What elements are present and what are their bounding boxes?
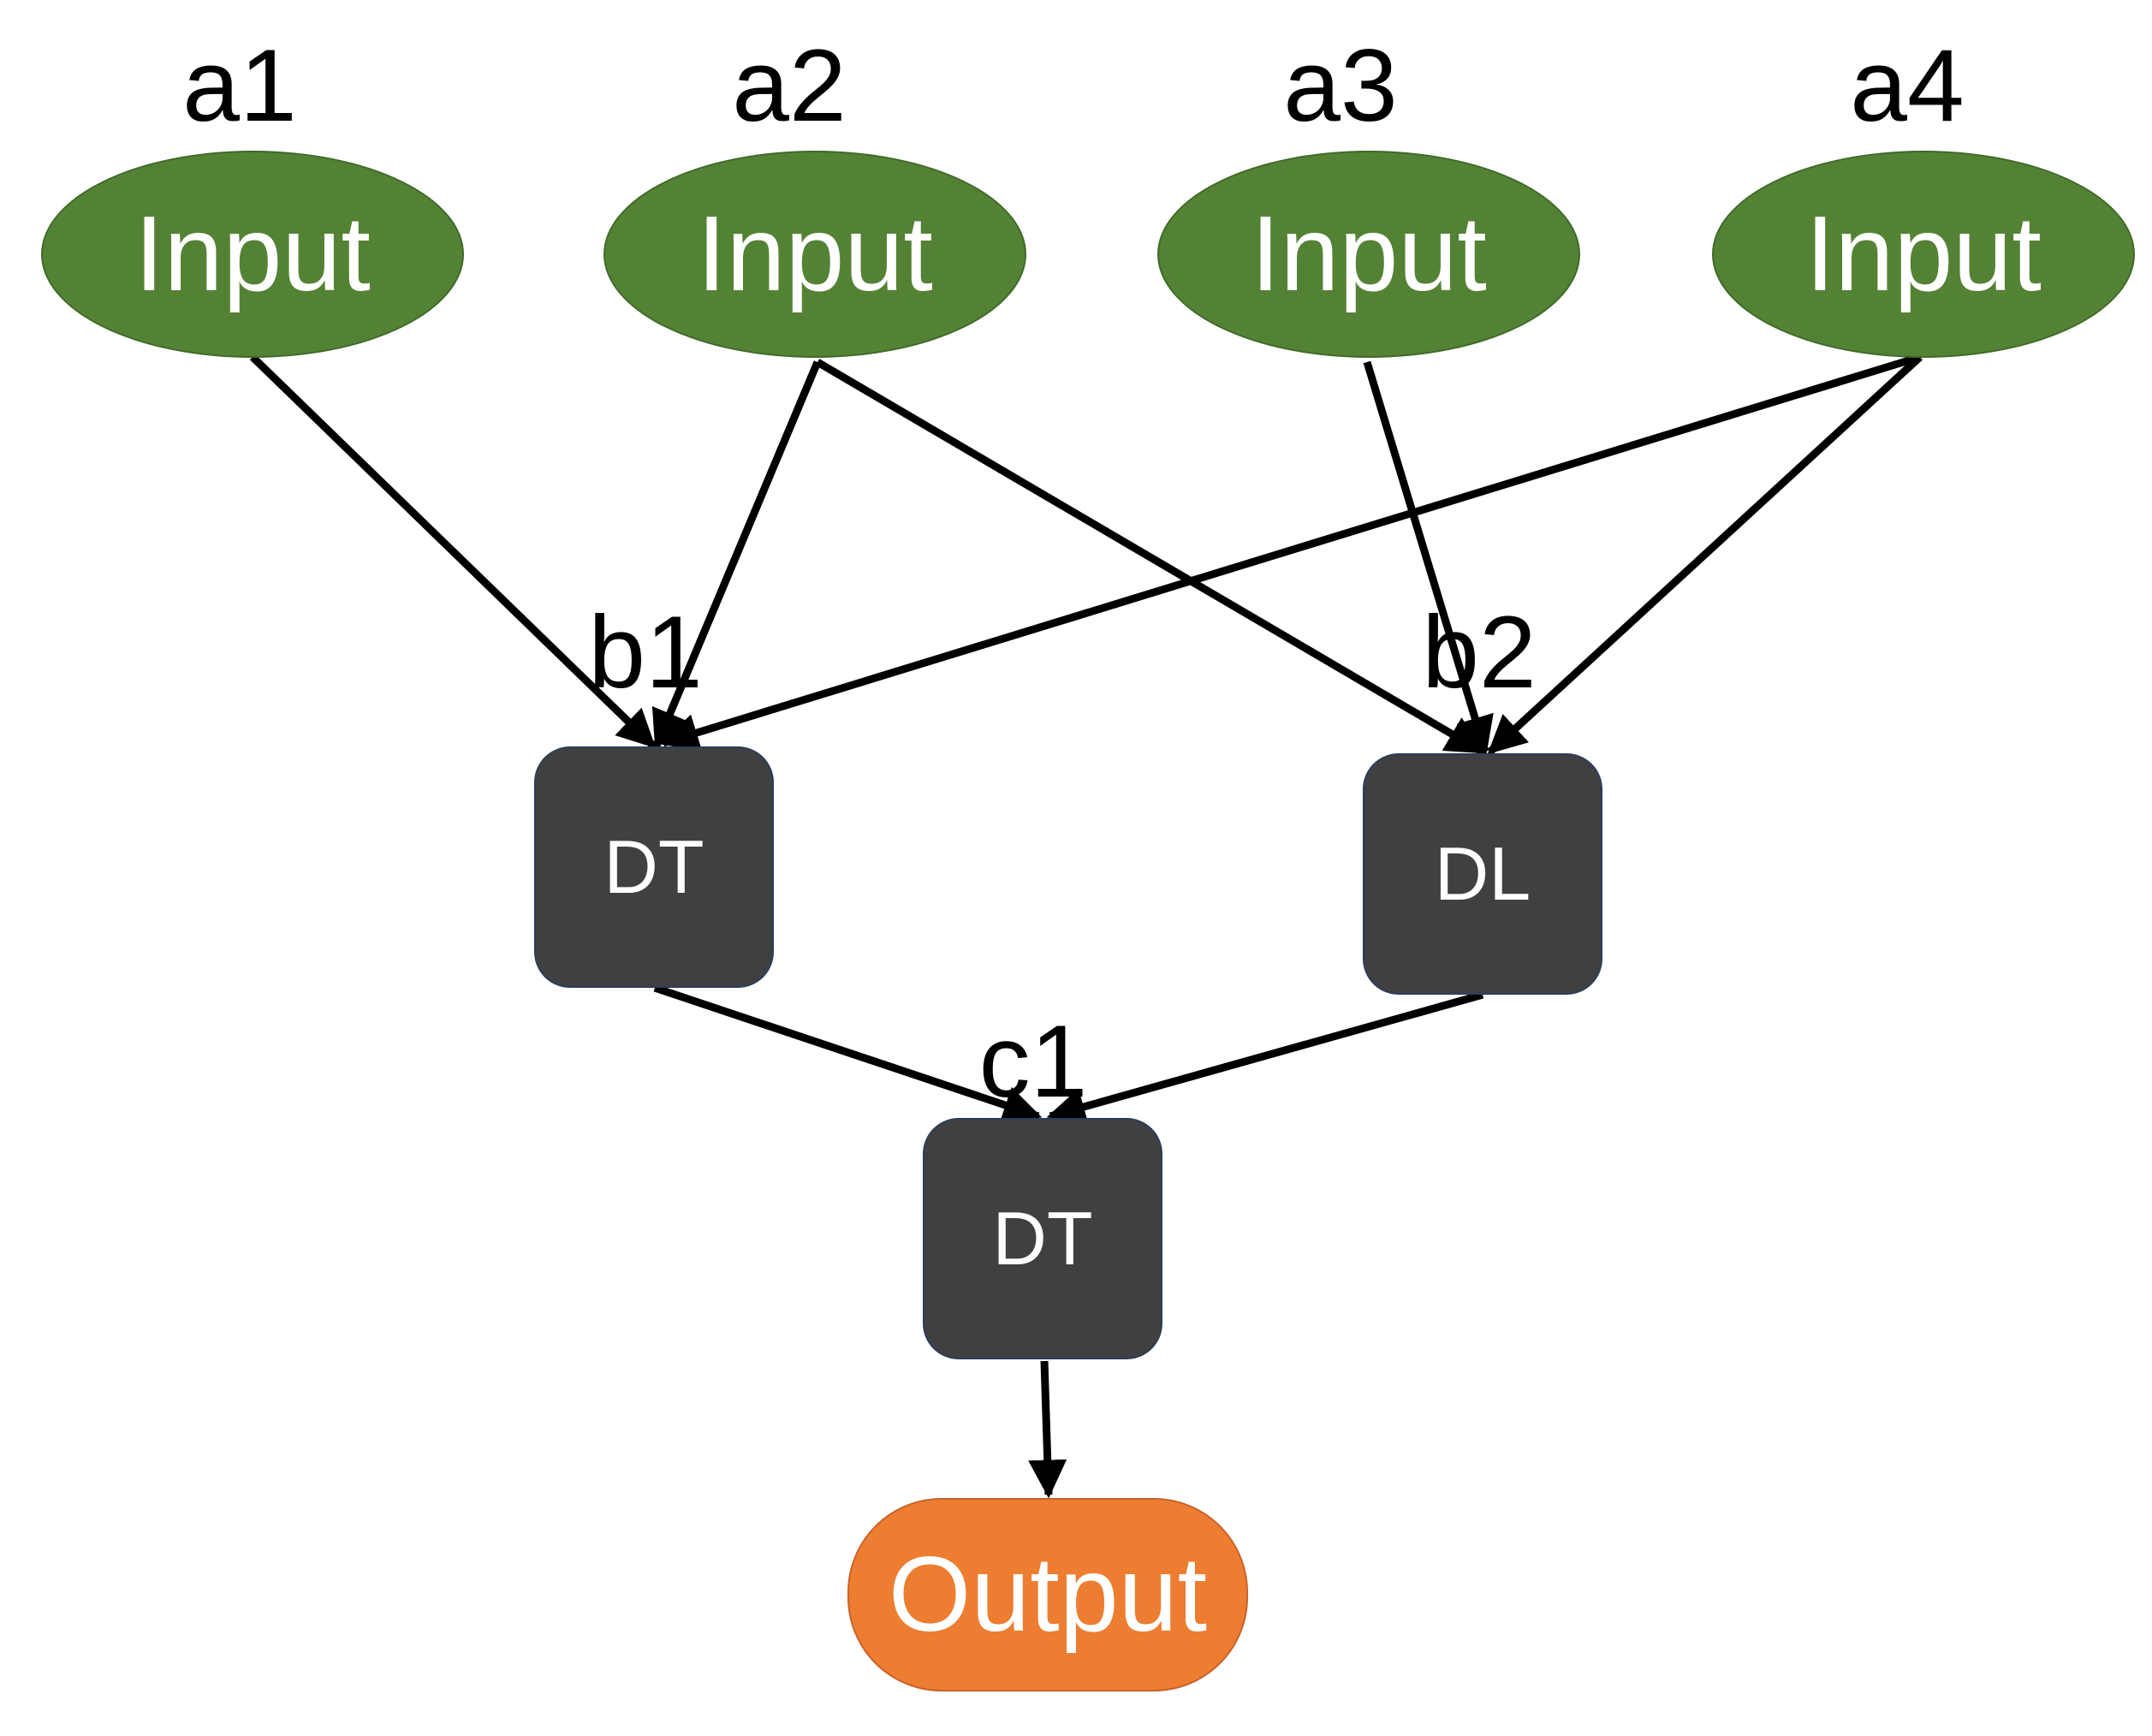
input-node-a4[interactable]: Input [1712, 151, 2135, 358]
node-label-c1: c1 [978, 1004, 1088, 1119]
edge-a4-to-b2 [1487, 354, 1923, 755]
node-label-a2: a2 [732, 28, 847, 143]
edge-c1-to-out [1028, 1360, 1067, 1499]
edge-b1-to-c1 [653, 984, 1043, 1124]
node-label-b1: b1 [588, 595, 703, 710]
node-label-a1: a1 [182, 28, 297, 143]
input-node-a1[interactable]: Input [41, 151, 464, 358]
edge-a3-to-b2 [1363, 360, 1494, 756]
model-node-c1[interactable]: DT [923, 1118, 1162, 1359]
node-label-a4: a4 [1850, 28, 1965, 143]
input-node-a2[interactable]: Input [603, 151, 1026, 358]
model-node-b1[interactable]: DT [534, 746, 774, 988]
input-node-a3[interactable]: Input [1157, 151, 1580, 358]
output-node[interactable]: Output [847, 1498, 1248, 1691]
node-label-a3: a3 [1283, 28, 1398, 143]
node-label-b2: b2 [1422, 595, 1537, 710]
edge-b2-to-c1 [1046, 990, 1484, 1126]
model-node-b2[interactable]: DL [1363, 753, 1602, 995]
edge-a2-to-b2 [815, 359, 1485, 755]
edge-a2-to-b1 [651, 360, 822, 750]
edge-a4-to-b1 [659, 353, 1922, 752]
edge-a1-to-b1 [249, 354, 657, 749]
